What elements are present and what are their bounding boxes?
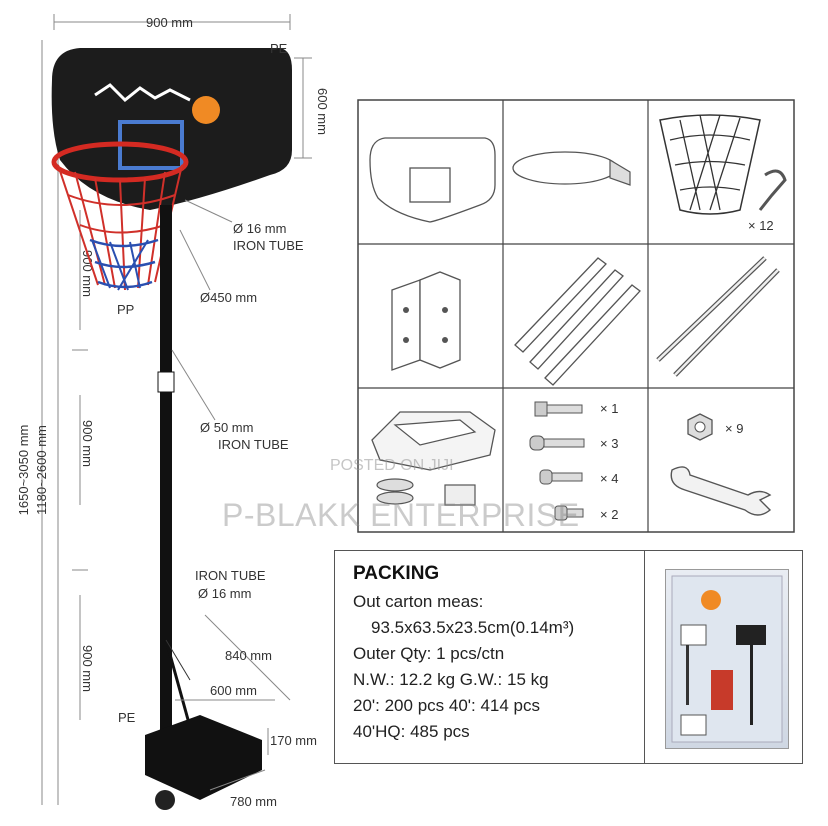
- part-base-icon: [371, 411, 496, 506]
- part-hook-icon: [758, 169, 787, 211]
- tube-brace-name: IRON TUBE: [195, 568, 266, 583]
- part-rim-icon: [512, 151, 618, 185]
- nut-qty: × 9: [725, 421, 743, 436]
- net: [57, 164, 183, 291]
- bolt-d-qty: × 2: [600, 507, 618, 522]
- basketball-logo-icon: [192, 96, 220, 124]
- part-tubes-icon: [514, 257, 641, 386]
- tube-top-name: IRON TUBE: [233, 238, 304, 253]
- outer-qty: Outer Qty: 1 pcs/ctn: [353, 644, 505, 663]
- wheel: [155, 790, 175, 810]
- part-bolts-icon: [529, 401, 585, 521]
- weight: N.W.: 12.2 kg G.W.: 15 kg: [353, 670, 549, 689]
- base: [145, 715, 262, 800]
- hq-qty: 40'HQ: 485 pcs: [353, 722, 470, 741]
- bolt-a-qty: × 1: [600, 401, 618, 416]
- tube-brace-diameter: Ø 16 mm: [198, 586, 251, 601]
- containers: 20': 200 pcs 40': 414 pcs: [353, 696, 541, 715]
- base-length-label: 780 mm: [230, 794, 277, 809]
- bolt-b-qty: × 3: [600, 436, 618, 451]
- packing-info: PACKING Out carton meas: 93.5x63.5x23.5c…: [334, 550, 645, 764]
- brace-length-label: 840 mm: [225, 648, 272, 663]
- base-height-label: 170 mm: [270, 733, 317, 748]
- seg1-label: 900 mm: [80, 250, 95, 297]
- total-height-label: 1650~3050 mm: [16, 425, 31, 516]
- seg2-label: 900 mm: [80, 420, 95, 467]
- seg3-label: 900 mm: [80, 645, 95, 692]
- part-braces-icon: [656, 256, 780, 377]
- tube-top-diameter: Ø 16 mm: [233, 221, 286, 236]
- board-height-label: 600 mm: [315, 88, 330, 135]
- main-pole: [160, 205, 172, 745]
- packing-title: PACKING: [353, 563, 440, 584]
- part-backboard-icon: [369, 137, 496, 223]
- tube-main-name: IRON TUBE: [218, 437, 289, 452]
- part-bracket-icon: [391, 271, 461, 371]
- product-box-photo: [645, 550, 803, 764]
- net-material-label: PP: [117, 302, 134, 317]
- brand-watermark: P-BLAKK ENTERPRISE: [222, 497, 580, 533]
- adjust-height-label: 1180~2600 mm: [34, 425, 49, 515]
- board-material-label: PE: [270, 41, 288, 56]
- carton-label: Out carton meas:: [353, 592, 484, 611]
- pole-label-sticker: [157, 371, 175, 393]
- part-net-icon: [659, 114, 761, 215]
- base-width-label: 600 mm: [210, 683, 257, 698]
- net-hooks-qty: × 12: [748, 218, 774, 233]
- posted-watermark: POSTED ON JIJI: [330, 457, 454, 474]
- logo-graphic: [94, 83, 191, 103]
- rim-diameter-label: Ø450 mm: [200, 290, 257, 305]
- part-wrench-icon: [670, 466, 772, 516]
- top-width-label: 900 mm: [146, 15, 193, 30]
- product-box-image: [665, 569, 789, 749]
- bolt-c-qty: × 4: [600, 471, 618, 486]
- tube-main-diameter: Ø 50 mm: [200, 420, 253, 435]
- backboard: [51, 48, 292, 210]
- base-material-label: PE: [118, 710, 136, 725]
- carton-value: 93.5x63.5x23.5cm(0.14m³): [371, 618, 575, 637]
